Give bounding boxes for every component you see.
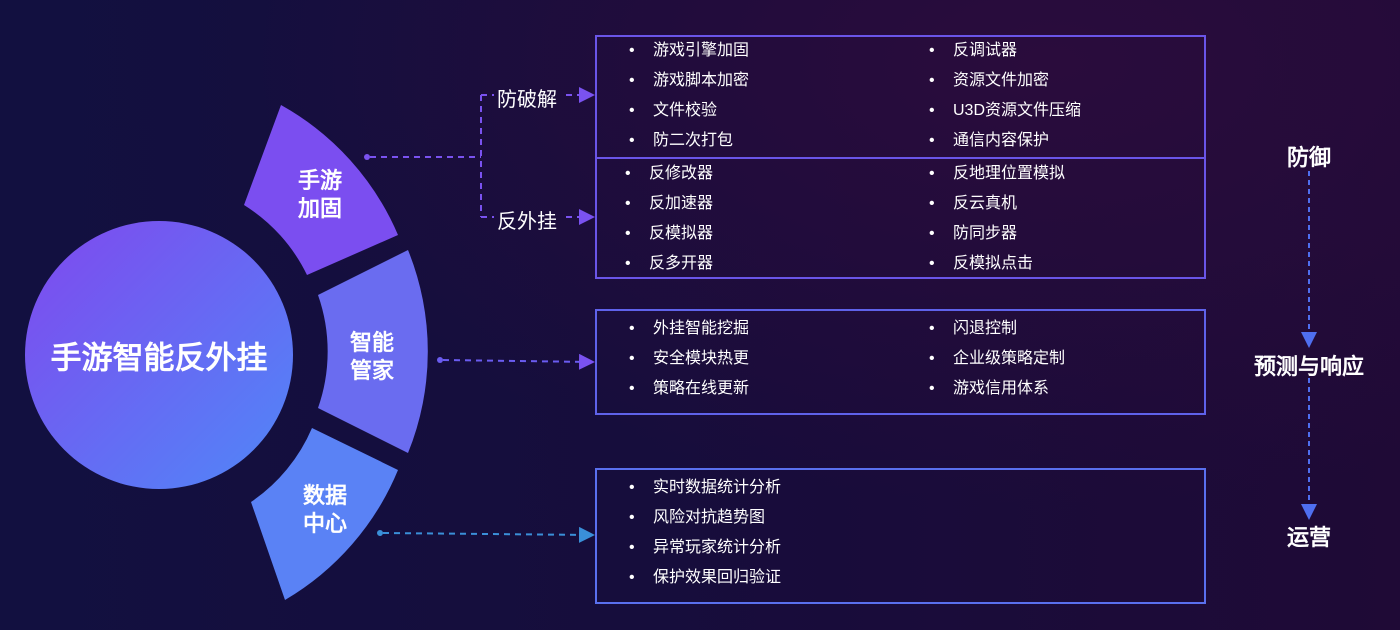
list-item: 资源文件加密 bbox=[929, 71, 1049, 91]
segment-label-line: 数据 bbox=[302, 483, 347, 508]
connector-smart-manager bbox=[437, 353, 595, 370]
smart-manager-box: 外挂智能挖掘 安全模块热更 策略在线更新 闪退控制 企业级策略定制 游戏信用体系 bbox=[595, 309, 1206, 415]
list-item: 实时数据统计分析 bbox=[629, 478, 781, 498]
list-item: 反多开器 bbox=[625, 254, 713, 274]
list-item: 反调试器 bbox=[929, 41, 1017, 61]
segment-label-game-hardening: 手游 加固 bbox=[290, 167, 350, 223]
hardening-box: 游戏引擎加固 游戏脚本加密 文件校验 防二次打包 反调试器 资源文件加密 U3D… bbox=[595, 35, 1206, 279]
connector-hardening bbox=[364, 87, 595, 225]
list-item: 防二次打包 bbox=[629, 131, 733, 151]
list-item: U3D资源文件压缩 bbox=[929, 101, 1081, 121]
branch-anti-crack: 防破解 bbox=[497, 89, 557, 111]
center-circle bbox=[25, 221, 293, 489]
box-divider bbox=[597, 157, 1204, 159]
segment-label-line: 智能 bbox=[349, 330, 394, 355]
list-item: 外挂智能挖掘 bbox=[629, 319, 749, 339]
list-item: 防同步器 bbox=[929, 224, 1017, 244]
segment-label-line: 手游 bbox=[297, 168, 342, 193]
segment-smart-manager[interactable] bbox=[318, 250, 428, 453]
list-item: 反模拟点击 bbox=[929, 254, 1033, 274]
list-item: 文件校验 bbox=[629, 101, 717, 121]
list-item: 风险对抗趋势图 bbox=[629, 508, 765, 528]
list-item: 游戏信用体系 bbox=[929, 379, 1049, 399]
stage-defense: 防御 bbox=[1286, 145, 1332, 170]
list-item: 游戏脚本加密 bbox=[629, 71, 749, 91]
list-item: 反云真机 bbox=[929, 194, 1017, 214]
list-item: 反加速器 bbox=[625, 194, 713, 214]
segment-label-smart-manager: 智能 管家 bbox=[342, 329, 402, 385]
list-item: 反修改器 bbox=[625, 164, 713, 184]
stage-predict-respond: 预测与响应 bbox=[1253, 354, 1365, 379]
list-item: 企业级策略定制 bbox=[929, 349, 1065, 369]
connector-data-center bbox=[377, 526, 595, 543]
segment-data-center[interactable] bbox=[251, 428, 398, 600]
segment-game-hardening[interactable] bbox=[244, 105, 398, 275]
branch-anti-cheat: 反外挂 bbox=[497, 211, 557, 233]
list-item: 异常玩家统计分析 bbox=[629, 538, 781, 558]
segment-label-line: 管家 bbox=[349, 358, 394, 383]
list-item: 通信内容保护 bbox=[929, 131, 1049, 151]
list-item: 策略在线更新 bbox=[629, 379, 749, 399]
list-item: 闪退控制 bbox=[929, 319, 1017, 339]
list-item: 反模拟器 bbox=[625, 224, 713, 244]
segment-label-line: 中心 bbox=[302, 511, 347, 536]
stage-operation: 运营 bbox=[1286, 525, 1332, 550]
segment-label-data-center: 数据 中心 bbox=[295, 482, 355, 538]
list-item: 安全模块热更 bbox=[629, 349, 749, 369]
list-item: 游戏引擎加固 bbox=[629, 41, 749, 61]
list-item: 反地理位置模拟 bbox=[929, 164, 1065, 184]
center-title: 手游智能反外挂 bbox=[50, 340, 268, 376]
list-item: 保护效果回归验证 bbox=[629, 568, 781, 588]
data-center-box: 实时数据统计分析 风险对抗趋势图 异常玩家统计分析 保护效果回归验证 bbox=[595, 468, 1206, 604]
segment-label-line: 加固 bbox=[297, 196, 342, 221]
